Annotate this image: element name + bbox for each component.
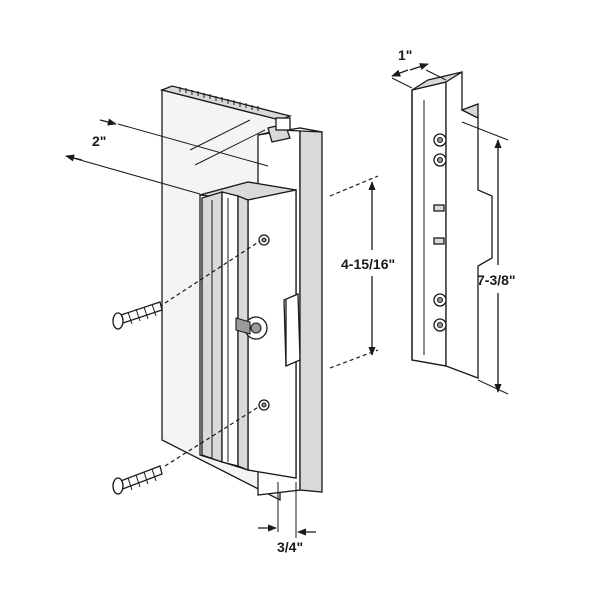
upper-screw-path <box>164 240 261 304</box>
lower-screw-path <box>164 405 261 467</box>
handle-assembly <box>112 85 323 502</box>
upper-screw <box>112 301 163 330</box>
keeper-posts <box>433 133 447 332</box>
dim-keeper-width: 1" <box>391 47 447 89</box>
thickness-label: 3/4" <box>277 539 303 555</box>
hole-spacing-label: 4-15/16" <box>341 256 395 272</box>
dim-thickness: 3/4" <box>258 482 316 555</box>
keeper <box>411 70 493 379</box>
dim-hole-spacing: 4-15/16" <box>329 175 395 369</box>
lower-screw <box>112 465 163 495</box>
dim-bezel-width: 2" <box>65 118 269 195</box>
bezel-width-label: 2" <box>92 133 106 149</box>
handle-body <box>199 181 301 479</box>
keeper-width-label: 1" <box>398 47 412 63</box>
keeper-length-label: 7-3/8" <box>477 272 516 288</box>
dim-keeper-length: 7-3/8" <box>461 121 516 395</box>
